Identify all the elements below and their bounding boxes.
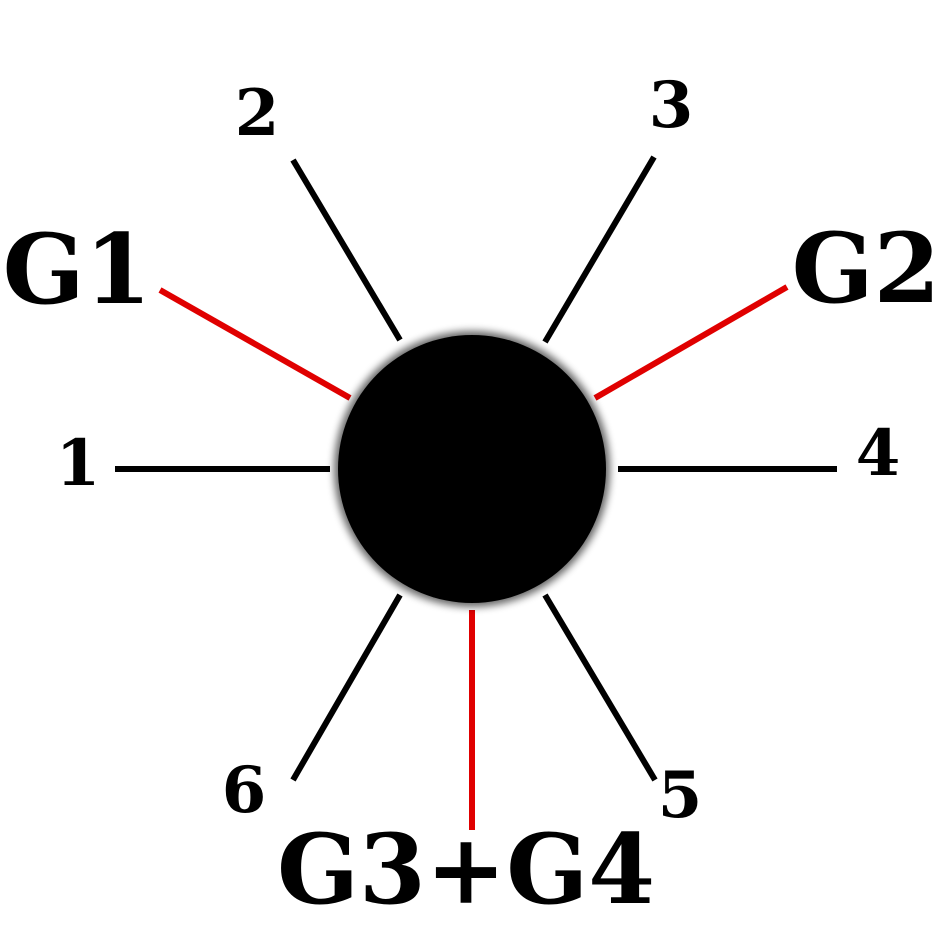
central-node <box>338 335 606 603</box>
label-g2: G2 <box>792 212 941 325</box>
label-spoke-3: 3 <box>649 68 694 143</box>
label-spoke-6: 6 <box>222 753 267 828</box>
g2-line <box>593 284 789 401</box>
g1-line <box>158 287 352 401</box>
label-spoke-2: 2 <box>235 76 280 151</box>
label-g3-g4: G3+G4 <box>277 813 655 926</box>
label-g1: G1 <box>3 213 152 326</box>
spoke-2-line <box>290 158 403 342</box>
spoke-6-line <box>290 593 403 782</box>
spoke-5-line <box>542 593 658 782</box>
label-spoke-4: 4 <box>856 416 901 491</box>
label-spoke-1: 1 <box>56 426 101 501</box>
spoke-3-line <box>542 155 657 344</box>
label-spoke-5: 5 <box>658 758 703 833</box>
